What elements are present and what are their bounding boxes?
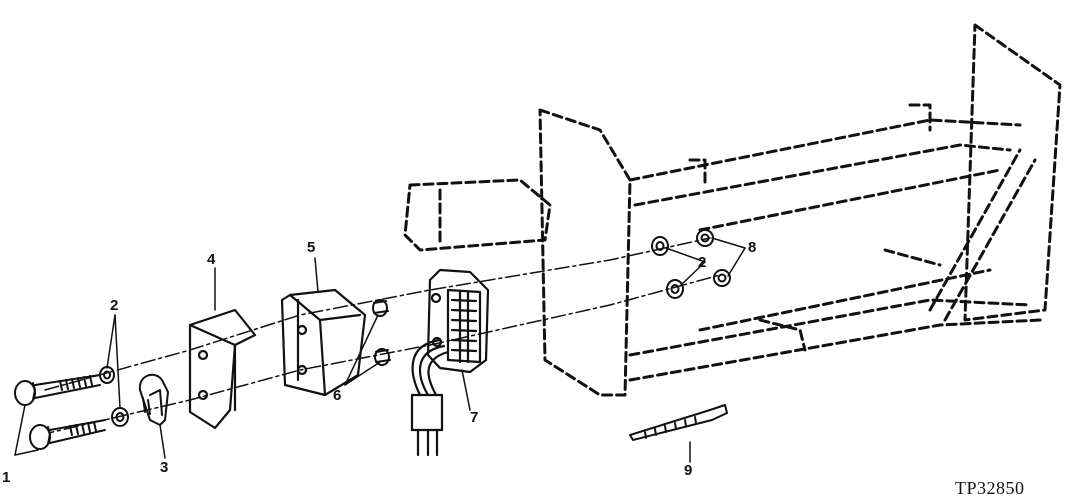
callout-7: 7 xyxy=(470,409,479,426)
light-pad xyxy=(280,288,367,397)
spacer-upper xyxy=(372,299,389,317)
nut-lower-right xyxy=(713,269,731,287)
cap-screw-upper xyxy=(14,374,101,406)
spacer-lower xyxy=(374,348,391,366)
wire-clip xyxy=(138,373,169,426)
callout-5: 5 xyxy=(307,239,316,256)
figure-id: TP32850 xyxy=(955,478,1025,498)
leader-lines xyxy=(14,237,746,463)
machine-frame xyxy=(403,23,1062,397)
cable-tie xyxy=(629,404,728,441)
washer-lower-right xyxy=(666,279,684,299)
alignment-lines xyxy=(39,237,721,436)
washer-upper-right xyxy=(651,236,669,256)
callout-1: 1 xyxy=(2,469,11,486)
callout-4: 4 xyxy=(207,251,216,268)
cap-screw-lower xyxy=(29,419,106,450)
angle-bracket xyxy=(188,308,257,430)
callout-8: 8 xyxy=(748,239,757,256)
callout-3: 3 xyxy=(160,459,169,476)
lamp-assembly xyxy=(410,268,490,457)
callout-2-left: 2 xyxy=(110,297,119,314)
callout-9: 9 xyxy=(684,462,693,479)
callout-6: 6 xyxy=(333,387,342,404)
callout-2-right: 2 xyxy=(698,254,707,271)
